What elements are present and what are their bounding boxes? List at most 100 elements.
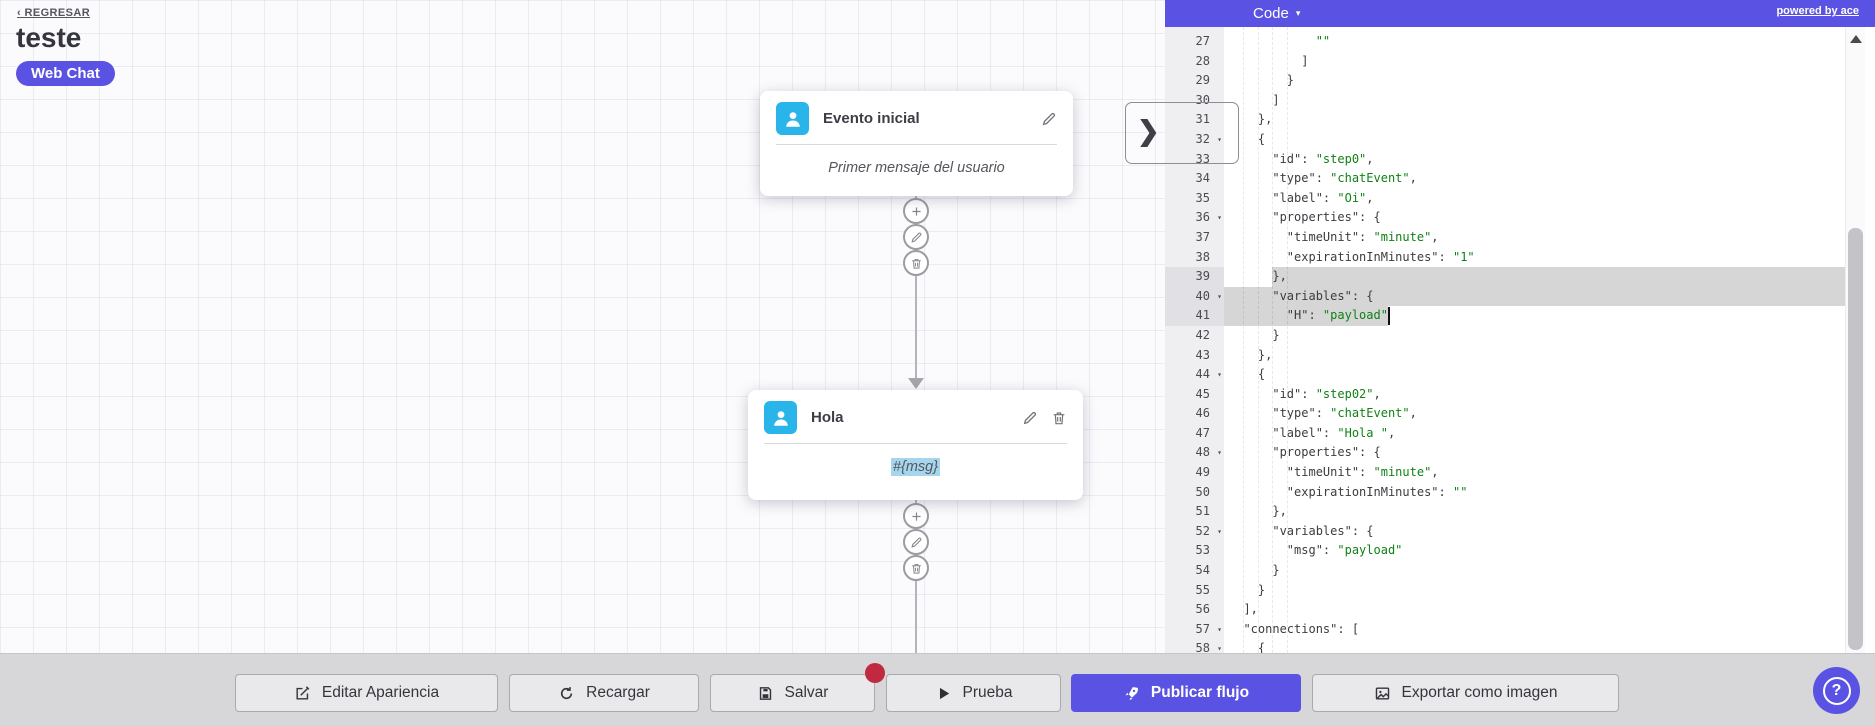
- add-step-button[interactable]: [903, 198, 929, 224]
- code-line[interactable]: ],: [1229, 602, 1258, 617]
- flow-node-hola[interactable]: Hola #{msg}: [748, 390, 1083, 500]
- code-line[interactable]: ]: [1229, 53, 1309, 68]
- gutter-line-number[interactable]: 55: [1195, 582, 1210, 597]
- gutter-line-number[interactable]: 58▾: [1165, 639, 1224, 653]
- delete-connection-button[interactable]: [903, 250, 929, 276]
- gutter-line-number[interactable]: 46: [1195, 406, 1210, 421]
- gutter-line-number[interactable]: 52▾: [1165, 522, 1224, 542]
- code-line[interactable]: },: [1229, 347, 1273, 362]
- code-lines[interactable]: "" ] } ] }, { "id": "step0", "type": "ch…: [1224, 27, 1845, 653]
- code-line[interactable]: "type": "chatEvent",: [1229, 406, 1417, 421]
- gutter-line-number[interactable]: 40▾: [1165, 286, 1224, 307]
- export-image-button[interactable]: Exportar como imagen: [1312, 674, 1619, 712]
- scrollbar-thumb[interactable]: [1848, 228, 1863, 650]
- code-line[interactable]: "expirationInMinutes": "": [1229, 484, 1468, 499]
- gutter-line-number[interactable]: 34: [1195, 171, 1210, 186]
- code-line[interactable]: }: [1229, 563, 1280, 578]
- code-line[interactable]: "H": "payload": [1229, 308, 1388, 323]
- code-line[interactable]: {: [1229, 131, 1266, 146]
- code-line[interactable]: "label": "Hola ",: [1229, 425, 1396, 440]
- code-line[interactable]: "expirationInMinutes": "1": [1229, 249, 1475, 264]
- gutter-line-number[interactable]: 45: [1195, 386, 1210, 401]
- editor-mode-dropdown[interactable]: Code ▾: [1253, 0, 1300, 27]
- fold-caret-icon[interactable]: ▾: [1217, 526, 1222, 536]
- gutter-line-number[interactable]: 50: [1195, 484, 1210, 499]
- save-button[interactable]: Salvar: [710, 674, 875, 712]
- gutter-line-number[interactable]: 29: [1195, 73, 1210, 88]
- fold-caret-icon[interactable]: ▾: [1217, 644, 1222, 653]
- gutter-line-number[interactable]: 57▾: [1165, 620, 1224, 640]
- test-button[interactable]: Prueba: [886, 674, 1061, 712]
- gutter-line-number[interactable]: 27: [1195, 34, 1210, 48]
- gutter-line-number[interactable]: 36▾: [1165, 208, 1224, 228]
- edit-connection-button[interactable]: [903, 224, 929, 250]
- help-button[interactable]: ?: [1813, 667, 1860, 714]
- code-line[interactable]: {: [1229, 367, 1266, 382]
- gutter-line-number[interactable]: 31: [1195, 112, 1210, 127]
- gutter-line-number[interactable]: 28: [1195, 53, 1210, 68]
- gutter-line-number[interactable]: 37: [1195, 229, 1210, 244]
- delete-node-icon[interactable]: [1051, 410, 1067, 426]
- gutter-line-number[interactable]: 54: [1195, 563, 1210, 578]
- gutter-line-number[interactable]: 32▾: [1165, 130, 1224, 150]
- gutter-line-number[interactable]: 53: [1195, 543, 1210, 558]
- edit-connection-button[interactable]: [903, 529, 929, 555]
- code-line[interactable]: "label": "Oi",: [1229, 190, 1374, 205]
- code-line[interactable]: }: [1229, 73, 1295, 88]
- edit-node-icon[interactable]: [1022, 410, 1038, 426]
- code-line[interactable]: }: [1229, 582, 1266, 597]
- fold-caret-icon[interactable]: ▾: [1217, 134, 1222, 144]
- edit-appearance-button[interactable]: Editar Apariencia: [235, 674, 498, 712]
- fold-caret-icon[interactable]: ▾: [1217, 624, 1222, 634]
- code-panel-collapse-button[interactable]: ❯: [1125, 102, 1239, 164]
- code-line[interactable]: "variables": {: [1229, 288, 1374, 303]
- code-line[interactable]: "timeUnit": "minute",: [1229, 465, 1439, 480]
- edit-node-icon[interactable]: [1041, 111, 1057, 127]
- gutter-line-number[interactable]: 47: [1195, 425, 1210, 440]
- publish-flow-button[interactable]: Publicar flujo: [1071, 674, 1301, 712]
- fold-caret-icon[interactable]: ▾: [1217, 370, 1222, 380]
- gutter-line-number[interactable]: 56: [1195, 602, 1210, 617]
- code-line[interactable]: "type": "chatEvent",: [1229, 171, 1417, 186]
- code-line[interactable]: "msg": "payload": [1229, 543, 1403, 558]
- gutter-line-number[interactable]: 43: [1195, 347, 1210, 362]
- flow-node-evento-inicial[interactable]: Evento inicial Primer mensaje del usuari…: [760, 91, 1073, 196]
- code-line[interactable]: "id": "step0",: [1229, 151, 1374, 166]
- gutter-line-number[interactable]: 44▾: [1165, 365, 1224, 385]
- gutter-line-number[interactable]: 39: [1165, 267, 1224, 287]
- gutter-line-number[interactable]: 35: [1195, 190, 1210, 205]
- reload-button[interactable]: Recargar: [509, 674, 699, 712]
- gutter-line-number[interactable]: 33: [1195, 151, 1210, 166]
- editor-scrollbar[interactable]: [1845, 27, 1865, 653]
- code-line[interactable]: ]: [1229, 92, 1280, 107]
- code-line[interactable]: "properties": {: [1229, 445, 1381, 460]
- gutter-line-number[interactable]: 30: [1195, 92, 1210, 107]
- fold-caret-icon[interactable]: ▾: [1217, 213, 1222, 223]
- code-line[interactable]: },: [1229, 112, 1273, 127]
- code-line[interactable]: },: [1229, 504, 1287, 519]
- code-line[interactable]: "": [1315, 34, 1331, 48]
- code-line[interactable]: {: [1229, 641, 1266, 653]
- delete-connection-button[interactable]: [903, 555, 929, 581]
- gutter-line-number[interactable]: 48▾: [1165, 443, 1224, 463]
- add-step-button[interactable]: [903, 503, 929, 529]
- gutter-line-number[interactable]: 51: [1195, 504, 1210, 519]
- gutter-line-number[interactable]: 42: [1195, 327, 1210, 342]
- code-line[interactable]: "connections": [: [1229, 621, 1360, 636]
- code-line[interactable]: },: [1229, 269, 1287, 284]
- fold-caret-icon[interactable]: ▾: [1217, 291, 1222, 301]
- gutter-line-number[interactable]: 49: [1195, 465, 1210, 480]
- code-line[interactable]: "variables": {: [1229, 523, 1374, 538]
- scroll-up-icon[interactable]: [1850, 35, 1862, 43]
- back-link[interactable]: ‹ REGRESAR: [17, 7, 91, 19]
- code-line[interactable]: "properties": {: [1229, 210, 1381, 225]
- code-line[interactable]: "id": "step02",: [1229, 386, 1381, 401]
- powered-by-ace-link[interactable]: powered by ace: [1776, 5, 1859, 17]
- code-line[interactable]: }: [1229, 327, 1280, 342]
- fold-caret-icon[interactable]: ▾: [1217, 448, 1222, 458]
- gutter-line-number[interactable]: 38: [1195, 249, 1210, 264]
- code-line[interactable]: "timeUnit": "minute",: [1229, 229, 1439, 244]
- gutter-line-number[interactable]: 41: [1165, 306, 1224, 326]
